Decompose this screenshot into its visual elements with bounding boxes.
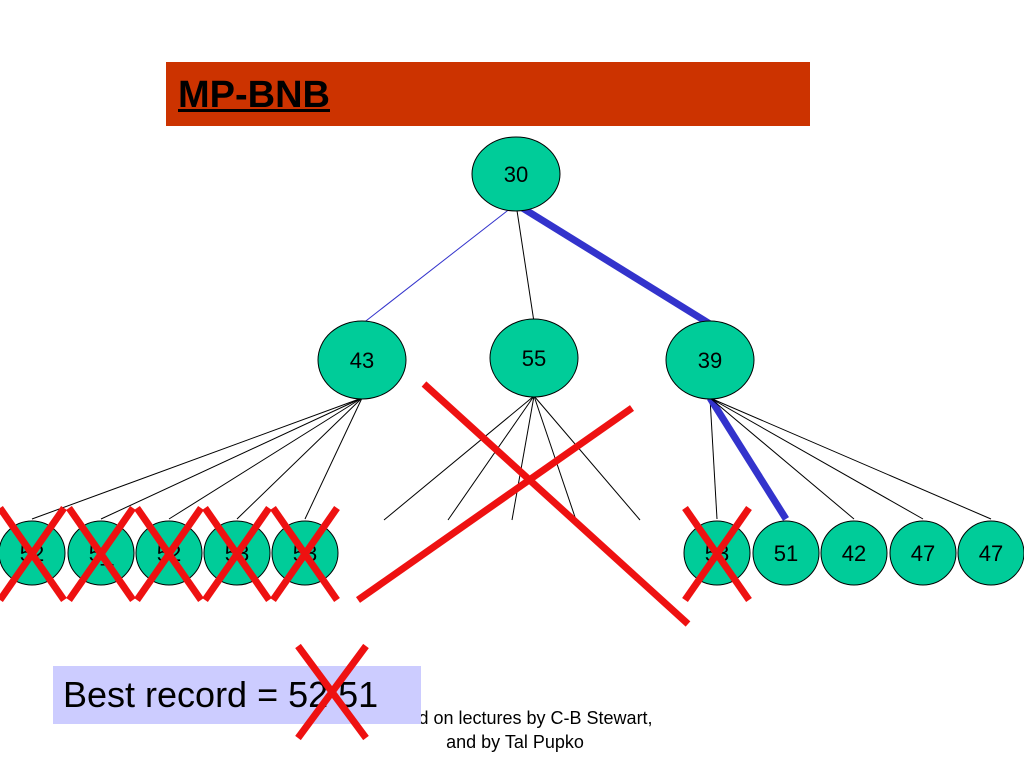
cross-l1 bbox=[0, 506, 67, 602]
edge-n43-l4 bbox=[236, 397, 363, 520]
footer-credit: Based on lectures by C-B Stewart, and by… bbox=[300, 706, 730, 754]
node-label-l10: 47 bbox=[979, 541, 1003, 566]
edge-root-n43 bbox=[361, 203, 517, 325]
cross-l5 bbox=[270, 506, 340, 602]
cross-l4-stroke-2 bbox=[202, 506, 272, 602]
pruned-edge-5 bbox=[533, 395, 641, 521]
node-n55 bbox=[489, 318, 579, 398]
cross-l6 bbox=[682, 506, 752, 602]
node-label-n39: 39 bbox=[698, 348, 722, 373]
node-label-l9: 47 bbox=[911, 541, 935, 566]
cross-l3 bbox=[134, 506, 204, 602]
slide-title: MP-BNB bbox=[178, 74, 330, 116]
node-label-n55: 55 bbox=[522, 346, 546, 371]
title-bar: MP-BNB bbox=[166, 62, 810, 126]
pruned-edge-1 bbox=[383, 395, 535, 521]
edge-root-n55 bbox=[515, 203, 535, 323]
pruned-edge-3 bbox=[511, 395, 535, 521]
footer-line-1: Based on lectures by C-B Stewart, bbox=[377, 708, 653, 728]
edge-n43-l3 bbox=[168, 397, 363, 520]
edge-n39-l6 bbox=[709, 397, 718, 520]
cross-l6-stroke-2 bbox=[682, 506, 752, 602]
edge-n43-l2 bbox=[100, 397, 363, 520]
edge-n39-l8 bbox=[709, 397, 855, 520]
node-l8 bbox=[820, 520, 888, 586]
cross-pruned-branch bbox=[355, 381, 691, 627]
node-n39 bbox=[665, 320, 755, 400]
cross-l2-stroke-2 bbox=[66, 506, 136, 602]
best-record-text: Best record = 52 51 bbox=[63, 674, 379, 715]
node-label-l7: 51 bbox=[774, 541, 798, 566]
node-n43 bbox=[317, 320, 407, 400]
node-l10 bbox=[957, 520, 1024, 586]
edge-n43-l5 bbox=[304, 397, 363, 520]
node-label-root: 30 bbox=[504, 162, 528, 187]
cross-l4 bbox=[202, 506, 272, 602]
cross-l2 bbox=[66, 506, 136, 602]
node-label-n43: 43 bbox=[350, 348, 374, 373]
cross-l5-stroke-2 bbox=[270, 506, 340, 602]
node-l7 bbox=[752, 520, 820, 586]
pruned-edge-2 bbox=[447, 395, 535, 521]
edge-n39-l7 bbox=[707, 396, 789, 521]
edge-n43-l1 bbox=[31, 397, 363, 520]
cross-l1-stroke-2 bbox=[0, 506, 67, 602]
edge-n39-l9 bbox=[709, 397, 924, 520]
node-l9 bbox=[889, 520, 957, 586]
cross-pruned-stroke-2 bbox=[355, 405, 635, 603]
edge-root-n39 bbox=[514, 201, 712, 327]
best-record-box: Best record = 52 51 bbox=[53, 666, 421, 724]
node-root bbox=[471, 136, 561, 212]
node-label-l8: 42 bbox=[842, 541, 866, 566]
cross-l3-stroke-2 bbox=[134, 506, 204, 602]
edge-n39-l10 bbox=[709, 397, 992, 520]
cross-pruned-stroke-1 bbox=[421, 381, 691, 627]
footer-line-2: and by Tal Pupko bbox=[446, 732, 584, 752]
